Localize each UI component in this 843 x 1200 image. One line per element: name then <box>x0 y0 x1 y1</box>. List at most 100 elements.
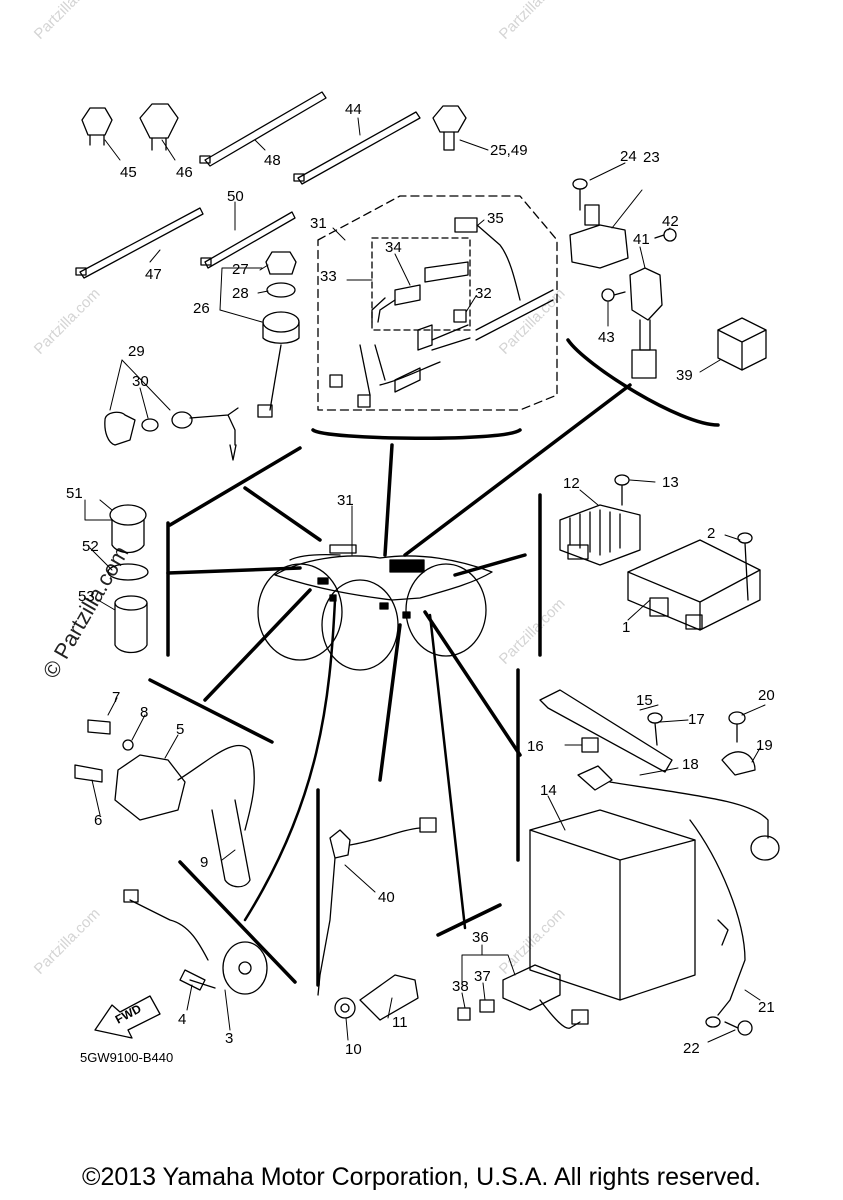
callout-28: 28 <box>232 285 249 302</box>
callout-12: 12 <box>563 475 580 492</box>
callout-25-49: 25,49 <box>490 142 528 159</box>
watermark: Partzilla.com <box>31 285 104 358</box>
harness-parts <box>329 217 554 408</box>
socket-51-53 <box>107 504 149 654</box>
damper-16 <box>581 737 599 753</box>
callout-35: 35 <box>487 210 504 227</box>
cable-tie-50 <box>200 211 296 269</box>
callout-5: 5 <box>176 721 184 738</box>
callout-16: 16 <box>527 738 544 755</box>
callout-labels: 1 2 3 4 5 6 7 8 9 10 11 12 13 14 15 16 1… <box>66 101 775 1058</box>
callout-40: 40 <box>378 889 395 906</box>
callout-52: 52 <box>82 538 99 555</box>
bolt-24 <box>572 178 588 211</box>
callout-51: 51 <box>66 485 83 502</box>
group-leaders <box>166 383 632 930</box>
bolt-7 <box>87 719 111 735</box>
callout-18: 18 <box>682 756 699 773</box>
callout-50: 50 <box>227 188 244 205</box>
bolt-13 <box>614 474 630 506</box>
bracket-41 <box>629 267 663 379</box>
callout-33: 33 <box>320 268 337 285</box>
bolt-20 <box>728 711 746 743</box>
callout-14: 14 <box>540 782 557 799</box>
callout-leaders <box>84 117 766 1043</box>
callout-37: 37 <box>474 968 491 985</box>
clamp-25-49 <box>432 105 467 151</box>
callout-3: 3 <box>225 1030 233 1047</box>
callout-27: 27 <box>232 261 249 278</box>
relay-39 <box>717 317 767 371</box>
bulb-29-30 <box>104 407 239 461</box>
cable-tie-48 <box>199 91 327 167</box>
clamp-45 <box>81 107 113 146</box>
clip-43 <box>601 288 626 302</box>
callout-22: 22 <box>683 1040 700 1057</box>
part-code: 5GW9100-B440 <box>80 1050 173 1065</box>
callout-30: 30 <box>132 373 149 390</box>
callout-19: 19 <box>756 737 773 754</box>
watermark: Partzilla.com <box>496 595 569 668</box>
battery-lead-21 <box>689 819 746 1028</box>
bolt-6 <box>74 764 103 783</box>
regulator-12 <box>559 504 641 566</box>
callout-2: 2 <box>707 525 715 542</box>
callout-1: 1 <box>622 619 630 636</box>
battery-band-15 <box>539 689 673 773</box>
callout-45: 45 <box>120 164 137 181</box>
callout-32: 32 <box>475 285 492 302</box>
callout-13: 13 <box>662 474 679 491</box>
harness-subkit-box <box>371 237 471 331</box>
atv-outline <box>257 544 493 671</box>
watermark: Partzilla.com <box>31 905 104 978</box>
callout-41: 41 <box>633 231 650 248</box>
callout-38: 38 <box>452 978 469 995</box>
harness-kit-box <box>317 195 558 411</box>
main-switch-26 <box>257 251 300 418</box>
callout-48: 48 <box>264 152 281 169</box>
callout-53: 53 <box>78 588 95 605</box>
callout-4: 4 <box>178 1011 186 1028</box>
bolt-22 <box>724 1020 753 1036</box>
callout-39: 39 <box>676 367 693 384</box>
callout-6: 6 <box>94 812 102 829</box>
callout-31-center: 31 <box>337 492 354 509</box>
callout-46: 46 <box>176 164 193 181</box>
callout-44: 44 <box>345 101 362 118</box>
callout-29: 29 <box>128 343 145 360</box>
callout-20: 20 <box>758 687 775 704</box>
bolt-4 <box>179 969 206 991</box>
electrical-parts-diagram: Partzilla.com Partzilla.com Partzilla.co… <box>31 0 780 1065</box>
watermark: Partzilla.com <box>31 0 104 43</box>
watermark: Partzilla.com <box>496 0 569 43</box>
callout-47: 47 <box>145 266 162 283</box>
fwd-arrow: FWD <box>94 995 161 1039</box>
callout-21: 21 <box>758 999 775 1016</box>
callout-23: 23 <box>643 149 660 166</box>
callout-15: 15 <box>636 692 653 709</box>
callout-26: 26 <box>193 300 210 317</box>
sensor-3 <box>123 889 268 995</box>
battery-lead-18 <box>577 765 780 861</box>
watermark-large: © Partzilla.com <box>38 542 134 683</box>
group-brackets <box>148 338 720 987</box>
bolt-17 <box>647 712 663 746</box>
clamp-46 <box>139 103 179 151</box>
callout-7: 7 <box>112 689 120 706</box>
ignition-coil-5 <box>114 744 255 888</box>
bolt-42 <box>654 228 677 242</box>
callout-36: 36 <box>472 929 489 946</box>
fuse-box-36-38 <box>457 964 589 1029</box>
callout-43: 43 <box>598 329 615 346</box>
washer-8 <box>122 739 134 751</box>
cdi-unit-1 <box>627 539 761 631</box>
callout-17: 17 <box>688 711 705 728</box>
cable-tie-44 <box>293 111 421 185</box>
callout-34: 34 <box>385 239 402 256</box>
sender-40 <box>317 817 437 996</box>
callout-8: 8 <box>140 704 148 721</box>
callout-11: 11 <box>392 1014 408 1031</box>
battery-14 <box>529 809 696 1001</box>
copyright-notice: ©2013 Yamaha Motor Corporation, U.S.A. A… <box>82 1163 761 1191</box>
